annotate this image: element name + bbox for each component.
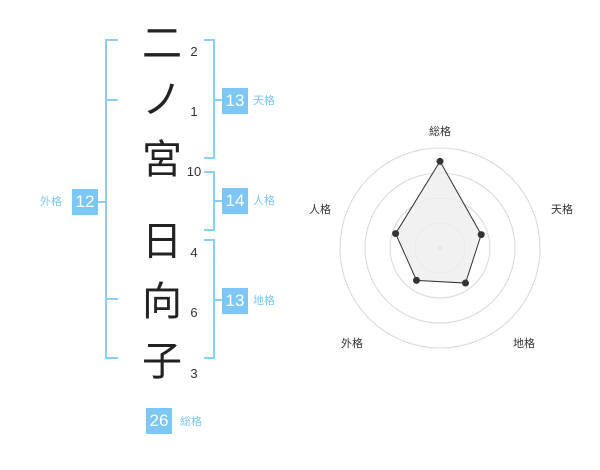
radar-axis-label-jin: 人格 xyxy=(309,203,331,216)
radar-axis-label-gai: 外格 xyxy=(341,337,363,350)
jin-kaku-label: 人格 xyxy=(253,194,275,207)
name-char-4: 日 xyxy=(142,219,182,265)
name-char-2: ノ xyxy=(142,77,182,123)
radar-point-3 xyxy=(412,276,420,284)
radar-point-0 xyxy=(436,157,444,165)
name-char-5: 向 xyxy=(142,279,182,325)
sou-kaku-value: 26 xyxy=(146,408,172,434)
name-char-6: 子 xyxy=(142,339,182,385)
stroke-count-3: 10 xyxy=(186,164,202,179)
sou-kaku-label: 総格 xyxy=(180,415,202,428)
chi-kaku-value: 13 xyxy=(222,288,248,314)
gai-kaku-label: 外格 xyxy=(40,195,62,208)
radar-point-4 xyxy=(392,230,400,238)
ten-kaku-value: 13 xyxy=(222,88,248,114)
stroke-count-2: 1 xyxy=(190,104,198,119)
radar-point-2 xyxy=(461,279,469,287)
radar-axis-label-ten: 天格 xyxy=(551,203,573,216)
stroke-count-5: 6 xyxy=(190,305,198,320)
radar-axis-label-chi: 地格 xyxy=(513,337,535,350)
radar-axis-label-sou: 総格 xyxy=(429,125,451,138)
jin-kaku-value: 14 xyxy=(222,188,248,214)
stroke-count-1: 2 xyxy=(190,44,198,59)
gai-kaku-value: 12 xyxy=(72,189,98,215)
stroke-count-4: 4 xyxy=(190,245,198,260)
stroke-count-6: 3 xyxy=(190,366,198,381)
name-char-3: 宮 xyxy=(142,137,182,183)
radar-ring xyxy=(339,147,541,349)
name-char-1: 二 xyxy=(142,21,182,67)
outer-bracket xyxy=(105,39,118,359)
ten-kaku-label: 天格 xyxy=(253,94,275,107)
chi-kaku-label: 地格 xyxy=(253,294,275,307)
radar-point-1 xyxy=(477,231,485,239)
radar-series-polygon xyxy=(395,160,482,284)
